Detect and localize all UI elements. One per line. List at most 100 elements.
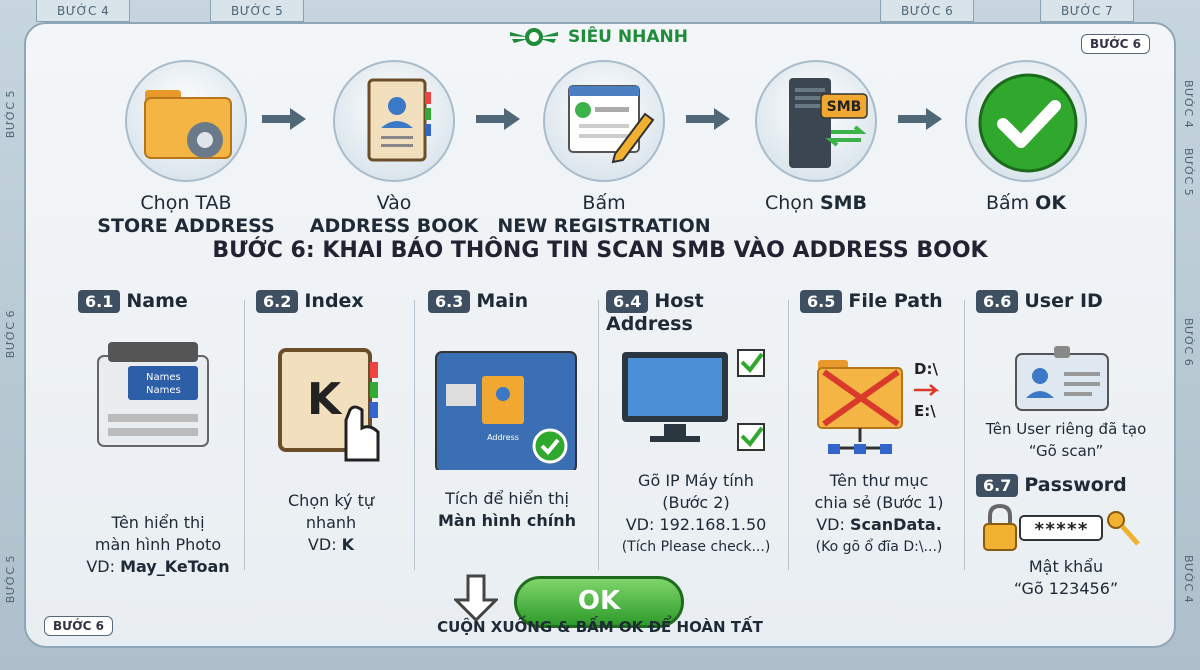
substep-number: 6.6	[976, 290, 1019, 313]
substep-title: Index	[304, 290, 364, 312]
substep-desc-1: Tên hiển thị	[111, 513, 205, 532]
right-arrow-icon	[476, 108, 520, 130]
substep-desc-1: Tên User riêng đã tạo	[985, 420, 1147, 438]
right-arrow-icon	[686, 108, 730, 130]
drive-e-label: E:\	[914, 402, 936, 420]
substep-desc-1: Tên thư mục	[829, 471, 929, 490]
substep-desc-4: (Ko gõ ổ đĩa D:\...)	[815, 539, 943, 555]
substep-title: Host Address	[606, 290, 704, 335]
id-card-icon	[1015, 346, 1109, 411]
screen-label-2: Names	[146, 385, 181, 396]
substep-desc-2: màn hình Photo	[94, 535, 222, 554]
substep-desc-4: (Tích Please check...)	[621, 539, 771, 555]
side-tab-right-4: BƯỚC 4	[1182, 555, 1195, 604]
step1-line2: STORE ADDRESS	[97, 215, 275, 237]
address-book-icon	[333, 60, 455, 182]
folder-gear-icon	[125, 60, 247, 182]
step1-line1: Chọn TAB	[140, 192, 232, 214]
substep-title: Password	[1024, 474, 1127, 496]
right-arrow-icon	[262, 108, 306, 130]
substep-desc-2: “Gõ 123456”	[1013, 579, 1119, 598]
side-tab-right-2: BƯỚC 5	[1182, 148, 1195, 197]
computer-check-icon	[622, 349, 765, 451]
substep-number: 6.5	[800, 290, 843, 313]
substep-desc-1: Chọn ký tự	[288, 491, 374, 510]
check-icon	[965, 60, 1087, 182]
substep-example: K	[341, 535, 355, 554]
footer-instruction: CUỘN XUỐNG & BẤM OK ĐỂ HOÀN TẤT	[437, 618, 763, 636]
step4-line1: Chọn	[764, 192, 814, 214]
substep-desc-2: chia sẻ (Bước 1)	[814, 493, 944, 512]
side-tab-left-1: BƯỚC 5	[4, 90, 17, 139]
substep-desc-3: VD:	[307, 535, 342, 554]
substep-desc-2: Màn hình chính	[437, 511, 577, 530]
step-ok: Bấm OK	[916, 60, 1136, 215]
substep-desc-2: nhanh	[305, 513, 357, 532]
step2-line2: ADDRESS BOOK	[309, 215, 479, 237]
top-tab-step4: BƯỚC 4	[36, 0, 131, 22]
step-badge-top: BƯỚC 6	[1081, 34, 1150, 54]
substep-desc-1: Mật khẩu	[1028, 557, 1104, 576]
step5-line2: OK	[1035, 192, 1067, 214]
screen-label-1: Names	[146, 372, 181, 383]
substep-desc-3: VD: 192.168.1.50	[625, 515, 767, 534]
step3-line1: Bấm	[582, 192, 626, 214]
substep-number: 6.7	[976, 474, 1019, 497]
down-arrow-icon	[454, 574, 498, 622]
side-tab-left-3: BƯỚC 5	[4, 555, 17, 604]
substep-desc-2: (Bước 2)	[662, 493, 730, 512]
substep-number: 6.1	[78, 290, 121, 313]
divider	[414, 300, 415, 570]
index-letter: K	[307, 374, 343, 425]
section-heading: BƯỚC 6: KHAI BÁO THÔNG TIN SCAN SMB VÀO …	[212, 238, 988, 263]
divider	[244, 300, 245, 570]
divider	[964, 300, 965, 570]
ok-button[interactable]: OK	[514, 576, 684, 628]
substep-title: Name	[126, 290, 188, 312]
step-smb: SMB Chọn SMB	[706, 60, 926, 215]
step-badge-bottom: BƯỚC 6	[44, 616, 113, 636]
step2-line1: Vào	[376, 192, 412, 214]
substep-title: Main	[476, 290, 529, 312]
step5-line1: Bấm	[985, 192, 1030, 214]
index-hand-icon: K	[278, 348, 380, 462]
address-label: Address	[487, 433, 519, 442]
substep-number: 6.3	[428, 290, 471, 313]
step4-line2: SMB	[819, 192, 868, 214]
top-tab-step6: BƯỚC 6	[880, 0, 975, 22]
substep-desc-3: VD:	[816, 515, 850, 534]
substep-title: User ID	[1024, 290, 1103, 312]
server-smb-icon: SMB	[755, 60, 877, 182]
divider	[598, 300, 599, 570]
top-tab-step7: BƯỚC 7	[1040, 0, 1135, 22]
right-arrow-icon	[898, 108, 942, 130]
side-tab-left-2: BƯỚC 6	[4, 310, 17, 359]
substep-desc-1: Gõ IP Máy tính	[638, 471, 754, 490]
substep-number: 6.2	[256, 290, 299, 313]
substep-title: File Path	[848, 290, 943, 312]
form-pencil-icon	[543, 60, 665, 182]
brand-name: SIÊU NHANH	[568, 27, 688, 47]
substep-example: May_KeToan	[120, 557, 230, 576]
wings-logo-icon	[510, 28, 558, 46]
side-tab-right-1: BƯỚC 4	[1182, 80, 1195, 129]
top-tab-step5: BƯỚC 5	[210, 0, 305, 22]
lock-password-icon: *****	[983, 504, 1140, 551]
substep-desc-3: VD:	[86, 557, 121, 576]
substep-number: 6.4	[606, 290, 649, 313]
substep-desc-1: Tích để hiển thị	[445, 489, 569, 508]
divider	[788, 300, 789, 570]
step3-line2: NEW REGISTRATION	[497, 215, 711, 237]
main-screen-icon: Address	[435, 351, 577, 470]
